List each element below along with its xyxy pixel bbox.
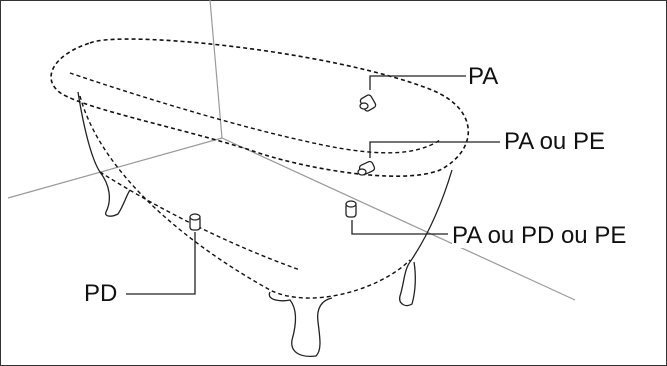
tub-rim-inner (69, 72, 441, 154)
bathtub-body (77, 91, 453, 358)
label-pa-ou-pe: PA ou PE (504, 128, 605, 155)
label-pa-ou-pd-ou-pe: PA ou PD ou PE (452, 222, 627, 249)
label-pa: PA (468, 63, 499, 90)
pipe-fittings (189, 94, 377, 231)
fitting-pa (359, 94, 377, 112)
label-pd: PD (84, 280, 118, 307)
leader-lines (126, 75, 500, 295)
tub-rim-outer (50, 38, 470, 177)
fitting-pa-pd-pe (345, 200, 357, 218)
room-wall-lines (7, 0, 576, 301)
leader-pa-pe (369, 141, 500, 158)
leader-pa (369, 75, 466, 90)
tub-skirt-edge (79, 95, 411, 299)
leader-pd (126, 232, 196, 295)
fitting-pa-pe (357, 160, 376, 176)
leader-pa-pd-pe (351, 220, 448, 235)
fitting-pd (189, 213, 201, 231)
